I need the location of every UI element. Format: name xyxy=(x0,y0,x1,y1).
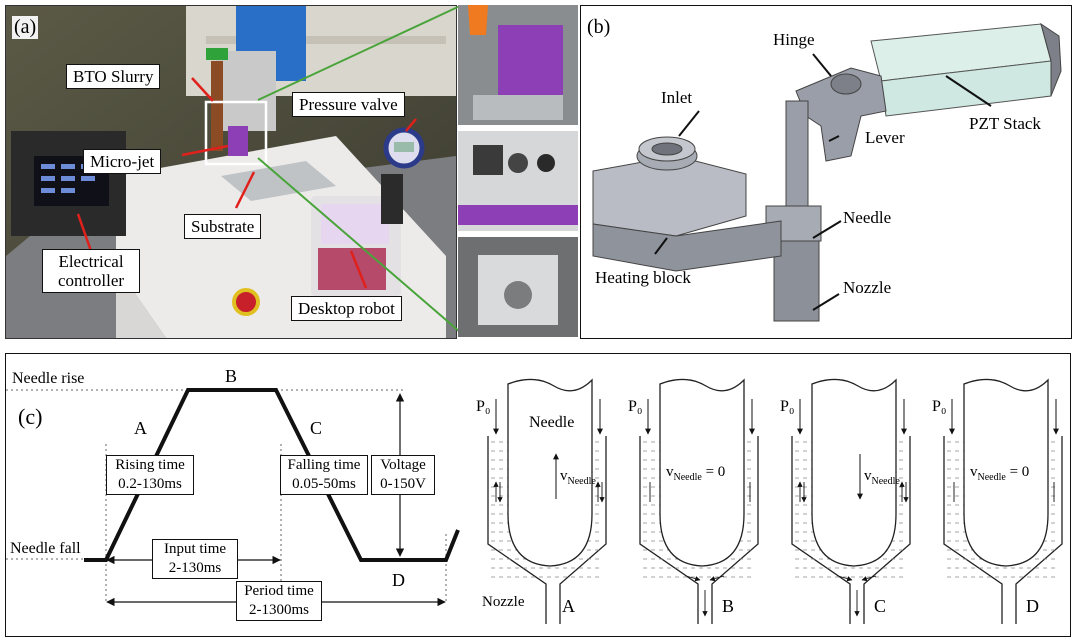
label-pzt-stack: PZT Stack xyxy=(969,114,1041,133)
label-substrate: Substrate xyxy=(184,214,262,239)
panel-b-tag: (b) xyxy=(587,16,611,38)
label-micro-jet: Micro-jet xyxy=(83,149,162,174)
phase-letter-c: C xyxy=(310,418,323,438)
label-falling-time: Falling time 0.05-50ms xyxy=(280,455,368,495)
label-bto-slurry: BTO Slurry xyxy=(66,64,161,89)
needle-body xyxy=(659,378,745,567)
flow-arrow xyxy=(709,575,725,582)
stage-letter: A xyxy=(562,596,575,616)
flow-arrow xyxy=(837,575,853,582)
label-nozzle: Nozzle xyxy=(843,278,892,297)
needle-body xyxy=(507,378,593,567)
label-voltage: Voltage 0-150V xyxy=(371,455,435,495)
label-needle: Needle xyxy=(529,414,575,431)
cad-drawing xyxy=(592,22,1062,322)
needle-stages xyxy=(487,378,1063,624)
label-desktop-robot: Desktop robot xyxy=(291,296,402,321)
zoom-lines xyxy=(257,5,461,333)
label-v-needle: vNeedle = 0 xyxy=(666,464,726,483)
chamber-wall xyxy=(791,436,911,624)
panel-b: (b) Hinge Inlet PZT Stack Lever Needle H… xyxy=(580,5,1072,339)
label-v-needle: vNeedle xyxy=(864,468,900,487)
label-hinge: Hinge xyxy=(773,30,815,49)
stage-c xyxy=(791,378,911,624)
flow-arrow xyxy=(685,575,701,582)
phase-letter-d: D xyxy=(392,570,405,590)
needle-body xyxy=(811,378,897,567)
label-rising-time: Rising time 0.2-130ms xyxy=(106,455,194,495)
label-needle-fall: Needle fall xyxy=(10,540,81,557)
label-p0: P₀ xyxy=(932,398,947,415)
zoom-strip xyxy=(458,5,578,337)
label-v-needle: vNeedle xyxy=(560,468,596,487)
label-p0: P₀ xyxy=(628,398,643,415)
label-period-time: Period time 2-1300ms xyxy=(236,581,322,621)
label-lever: Lever xyxy=(865,128,905,147)
label-inlet: Inlet xyxy=(661,88,693,107)
stage-a xyxy=(487,378,607,624)
photo-microjet-closeup xyxy=(458,5,578,337)
phase-letter-b: B xyxy=(225,366,238,386)
label-heating-block: Heating block xyxy=(595,268,691,287)
stage-letter: C xyxy=(874,596,887,616)
flow-arrow xyxy=(861,575,877,582)
panel-c-tag: (c) xyxy=(18,404,43,429)
label-electrical-controller: Electrical controller xyxy=(42,249,140,293)
label-pressure-valve: Pressure valve xyxy=(292,92,405,117)
label-input-time: Input time 2-130ms xyxy=(152,539,238,579)
label-v-needle: vNeedle = 0 xyxy=(970,464,1030,483)
stage-b xyxy=(639,378,759,624)
label-needle: Needle xyxy=(843,208,892,227)
phase-letter-a: A xyxy=(134,418,147,438)
panel-c: (c) Needle rise Needle fall A B C D Risi… xyxy=(5,353,1071,637)
stage-letter: D xyxy=(1026,596,1039,616)
needle-body xyxy=(963,378,1049,567)
chamber-wall xyxy=(943,436,1063,624)
chamber-wall xyxy=(639,436,759,624)
needle-waveform xyxy=(84,388,460,562)
label-nozzle: Nozzle xyxy=(482,594,525,610)
label-needle-rise: Needle rise xyxy=(12,370,85,387)
panel-a-tag: (a) xyxy=(12,16,39,39)
stage-d xyxy=(943,378,1063,624)
chamber-wall xyxy=(487,436,607,624)
panel-a: (a) BTO Slurry Pressure valve Micro-jet … xyxy=(5,5,457,339)
stage-letter: B xyxy=(722,596,735,616)
label-p0: P₀ xyxy=(780,398,795,415)
label-p0: P₀ xyxy=(476,398,491,415)
